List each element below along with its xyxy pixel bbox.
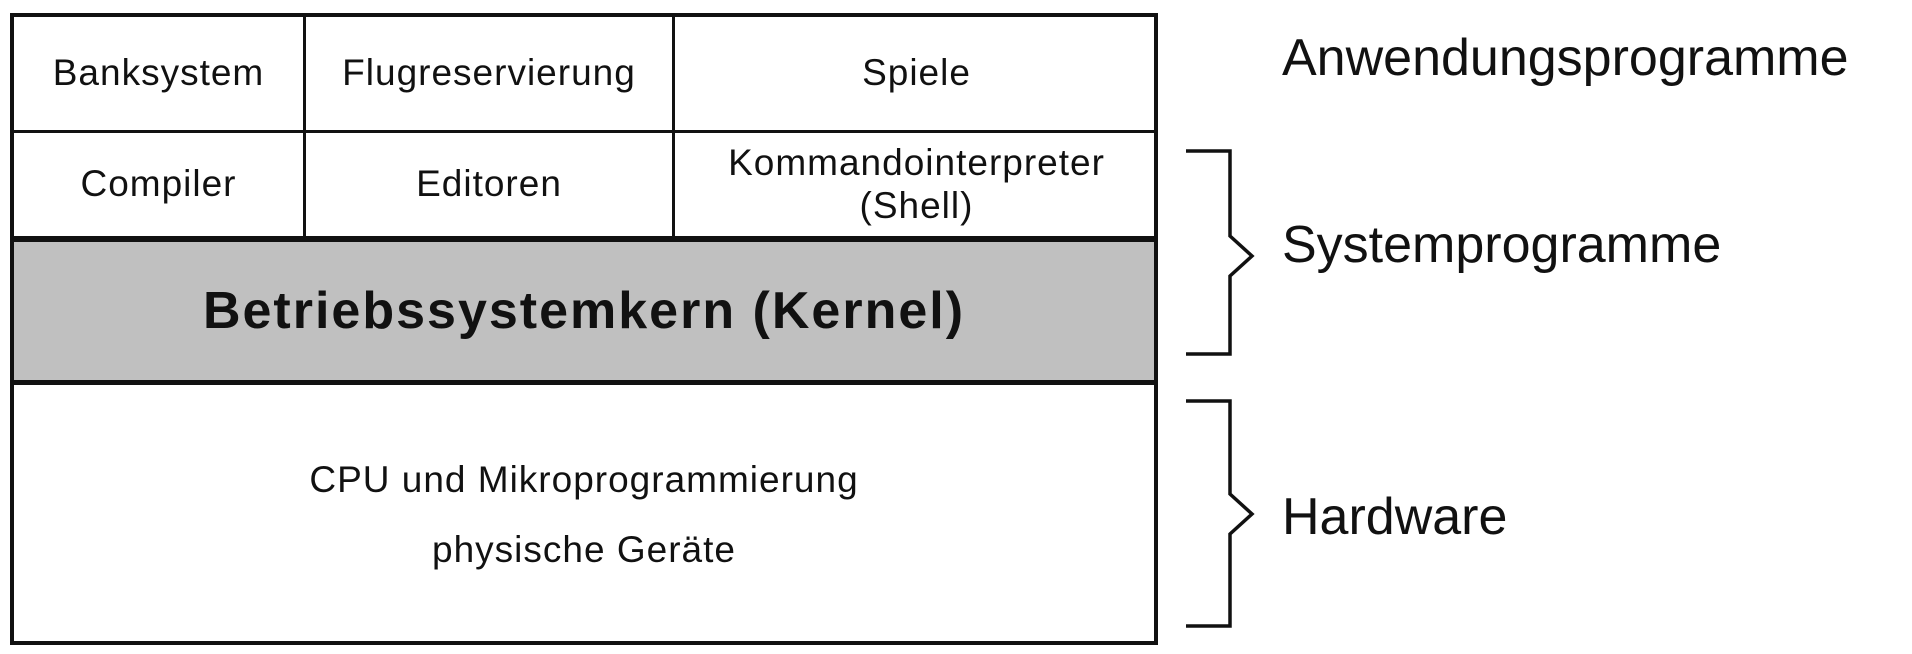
hardware-line-cpu: CPU und Mikroprogrammierung (309, 458, 859, 500)
row-divider-1 (14, 130, 1154, 133)
column-divider-1 (303, 17, 306, 239)
hardware-brace-icon (1186, 399, 1255, 628)
kernel-label: Betriebssystemkern (Kernel) (202, 282, 966, 340)
cell-editoren: Editoren (306, 133, 672, 236)
cell-compiler: Compiler (14, 133, 303, 236)
cell-kommandointerpreter-label: Kommandointerpreter (728, 141, 1105, 183)
cell-editoren-label: Editoren (416, 163, 562, 205)
cell-flugreservierung-label: Flugreservierung (342, 52, 636, 94)
cell-spiele-label: Spiele (862, 52, 971, 94)
row-divider-2 (14, 236, 1154, 242)
side-label-hardware: Hardware (1282, 488, 1508, 546)
column-divider-2 (672, 17, 675, 239)
cell-banksystem-label: Banksystem (52, 52, 265, 94)
hardware-line-devices: physische Geräte (432, 528, 736, 570)
side-label-systemprogramme: Systemprogramme (1282, 216, 1722, 274)
cell-kommandointerpreter: Kommandointerpreter (Shell) (675, 133, 1158, 236)
cell-spiele: Spiele (675, 17, 1158, 130)
hardware-area: CPU und Mikroprogrammierung physische Ge… (14, 384, 1154, 645)
layer-diagram-frame: Banksystem Flugreservierung Spiele Compi… (10, 13, 1158, 645)
cell-compiler-label: Compiler (80, 163, 237, 205)
cell-flugreservierung: Flugreservierung (306, 17, 672, 130)
side-label-anwendungsprogramme: Anwendungsprogramme (1282, 29, 1849, 87)
cell-banksystem: Banksystem (14, 17, 303, 130)
row-divider-3 (14, 380, 1154, 385)
system-programs-brace-icon (1186, 149, 1255, 356)
cell-shell-label: (Shell) (859, 184, 974, 226)
kernel-band: Betriebssystemkern (Kernel) (14, 242, 1154, 380)
